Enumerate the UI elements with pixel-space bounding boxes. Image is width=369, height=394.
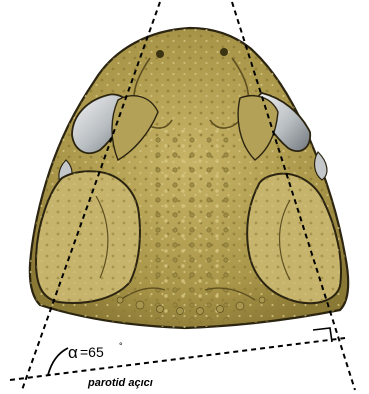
parotid-caption: parotid açıcı	[87, 377, 153, 389]
nostril-left	[156, 50, 164, 58]
angle-value: =65	[80, 344, 104, 360]
baseline	[10, 338, 345, 380]
angle-degree-mark: °	[119, 341, 123, 351]
toad-head	[30, 28, 348, 328]
angle-symbol: α	[68, 343, 78, 362]
nostril-right	[220, 48, 228, 56]
angle-arc	[48, 348, 68, 375]
